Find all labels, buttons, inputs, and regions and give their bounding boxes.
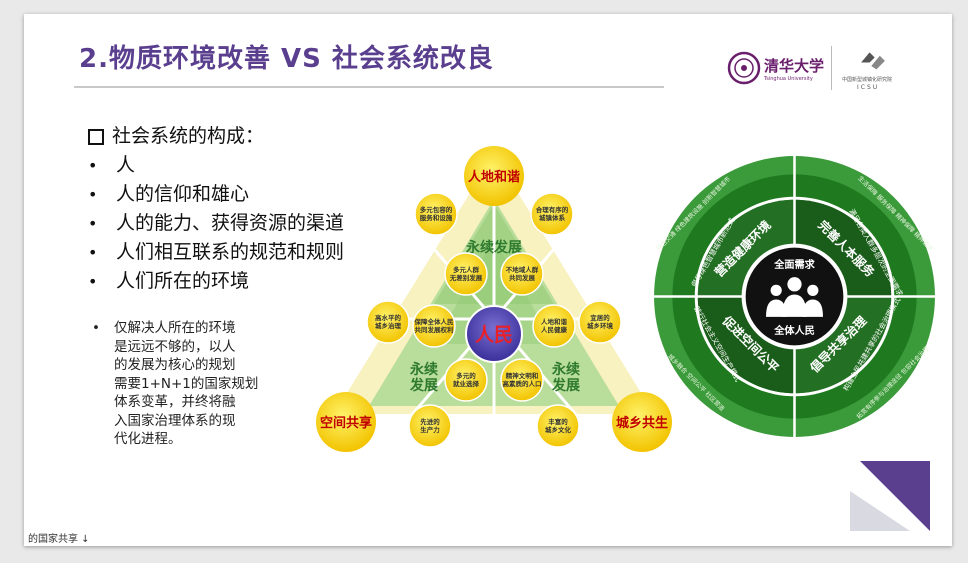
social-system-list: 社会系统的构成： •人 •人的信仰和雄心 •人的能力、获得资源的渠道 •人们相互… — [88, 122, 344, 296]
wheel-center-bottom: 全体人民 — [773, 324, 815, 337]
triangle-node-n8: 宜居的城乡环境 — [578, 300, 622, 344]
list-item-text: 人的信仰和雄心 — [116, 183, 250, 205]
note-line: 体系变革，并终将融 — [114, 394, 236, 410]
cropped-caption: 的国家共享 ↓ — [24, 529, 94, 546]
logo-divider — [831, 46, 832, 90]
bullet-icon: • — [88, 243, 98, 262]
triangle-node-n3: 多元人群无差别发展 — [444, 252, 488, 296]
triangle-node-label: 高水平的城乡治理 — [375, 313, 402, 330]
note-line: 需要1+N+1的国家规划 — [114, 375, 259, 392]
triangle-node-label: 多元包容的服务和设施 — [420, 205, 453, 222]
triangle-node-label: 精神文明和高素质的人口 — [503, 371, 542, 388]
corner-node-top: 人地和谐 — [464, 146, 524, 206]
list-item: • 人们所在的环境 — [88, 267, 344, 296]
triangle-node-label: 先进的生产力 — [420, 417, 440, 434]
svg-text:人民: 人民 — [475, 324, 513, 346]
bullet-icon: • — [88, 156, 98, 175]
note-line: 入国家治理体系的现 — [114, 412, 236, 429]
side-label-top: 永续发展 — [465, 239, 522, 256]
university-name: 清华大学 — [764, 57, 825, 75]
triangle-node-label: 不地域人群共同发展 — [506, 265, 539, 282]
list-heading-text: 社会系统的构成： — [112, 125, 265, 147]
svg-text:城乡共生: 城乡共生 — [616, 415, 668, 431]
triangle-node-label: 人地和谐人民健康 — [541, 317, 568, 334]
slide-title: 2.物质环境改善 VS 社会系统改良 — [79, 44, 494, 74]
bullet-icon: • — [88, 272, 98, 291]
svg-text:空间共享: 空间共享 — [320, 415, 372, 431]
slide: 2.物质环境改善 VS 社会系统改良 清华大学 Tsinghua Univers… — [24, 14, 952, 546]
demand-wheel-diagram: 全面需求 全体人民 营造健康环境 完善人本服务 促进空间公平 倡导共享治理 倡导… — [654, 156, 935, 437]
bullet-icon: • — [88, 185, 98, 204]
note-line: 的发展为核心的规划 — [114, 357, 236, 373]
list-item-text: 人的能力、获得资源的渠道 — [116, 212, 345, 234]
corner-decoration — [850, 461, 930, 531]
university-name-en: Tsinghua University — [764, 76, 813, 82]
triangle-node-n5: 高水平的城乡治理 — [366, 300, 410, 344]
triangle-node-n2: 合理有序的城镇体系 — [530, 192, 574, 236]
triangle-node-n4: 不地域人群共同发展 — [500, 252, 544, 296]
list-item-text: 人 — [116, 154, 136, 176]
list-item: •人 — [88, 151, 344, 180]
svg-text:人地和谐: 人地和谐 — [468, 169, 520, 185]
triangle-node-n7: 人地和谐人民健康 — [532, 304, 576, 348]
list-item-text: 人们相互联系的规范和规则 — [116, 241, 345, 263]
icsu-logo-icon — [861, 52, 885, 70]
side-label-right: 永续发展 — [551, 361, 580, 394]
icsu-name-cn: 中国新型城镇化研究院 — [842, 77, 893, 83]
triangle-node-n9: 多元的就业选择 — [444, 358, 488, 402]
side-label-left: 永续发展 — [409, 361, 438, 394]
center-node: 人民 — [465, 305, 523, 363]
triangle-node-n12: 丰富的城乡文化 — [536, 404, 580, 448]
triangle-node-label: 宜居的城乡环境 — [587, 313, 614, 330]
icsu-name-en: ICSU — [857, 84, 880, 91]
triangle-node-label: 多元的就业选择 — [453, 371, 480, 388]
bullet-icon: • — [88, 214, 98, 233]
triangle-node-label: 多元人群无差别发展 — [449, 265, 483, 282]
note-paragraph: • 仅解决人所在的环境 是远远不够的，以人 的发展为核心的规划 需要1+N+1的国… — [92, 319, 258, 449]
note-line: 是远远不够的，以人 — [114, 338, 236, 355]
triangle-node-label: 丰富的城乡文化 — [545, 417, 572, 434]
list-item: • 人们相互联系的规范和规则 — [88, 238, 344, 267]
corner-node-right: 城乡共生 — [612, 392, 672, 452]
triangle-node-n1: 多元包容的服务和设施 — [414, 192, 458, 236]
list-heading: 社会系统的构成： — [88, 122, 344, 151]
bullet-icon: • — [92, 320, 100, 336]
triangle-node-label: 合理有序的城镇体系 — [535, 205, 569, 222]
wheel-center-top: 全面需求 — [773, 258, 815, 271]
note-line: 代化进程。 — [114, 431, 182, 447]
triangle-node-n10: 精神文明和高素质的人口 — [500, 358, 544, 402]
crowd-icon — [766, 277, 823, 317]
triangle-node-n11: 先进的生产力 — [408, 404, 452, 448]
people-triangle-diagram: 人地和谐 空间共享 城乡共生 永续发展 永续发展 永续发展 人民 多元包容的服务… — [316, 146, 672, 452]
list-item: • 人的能力、获得资源的渠道 — [88, 209, 344, 238]
triangle-node-label: 保障全体人民共同发展权利 — [414, 317, 455, 334]
tsinghua-logo — [727, 51, 761, 85]
checkbox-icon — [88, 128, 104, 145]
list-item-text: 人们所在的环境 — [116, 270, 250, 292]
triangle-node-n6: 保障全体人民共同发展权利 — [412, 304, 456, 348]
corner-node-left: 空间共享 — [316, 392, 376, 452]
note-line: 仅解决人所在的环境 — [114, 320, 236, 336]
list-item: • 人的信仰和雄心 — [88, 180, 344, 209]
title-underline — [74, 86, 664, 88]
